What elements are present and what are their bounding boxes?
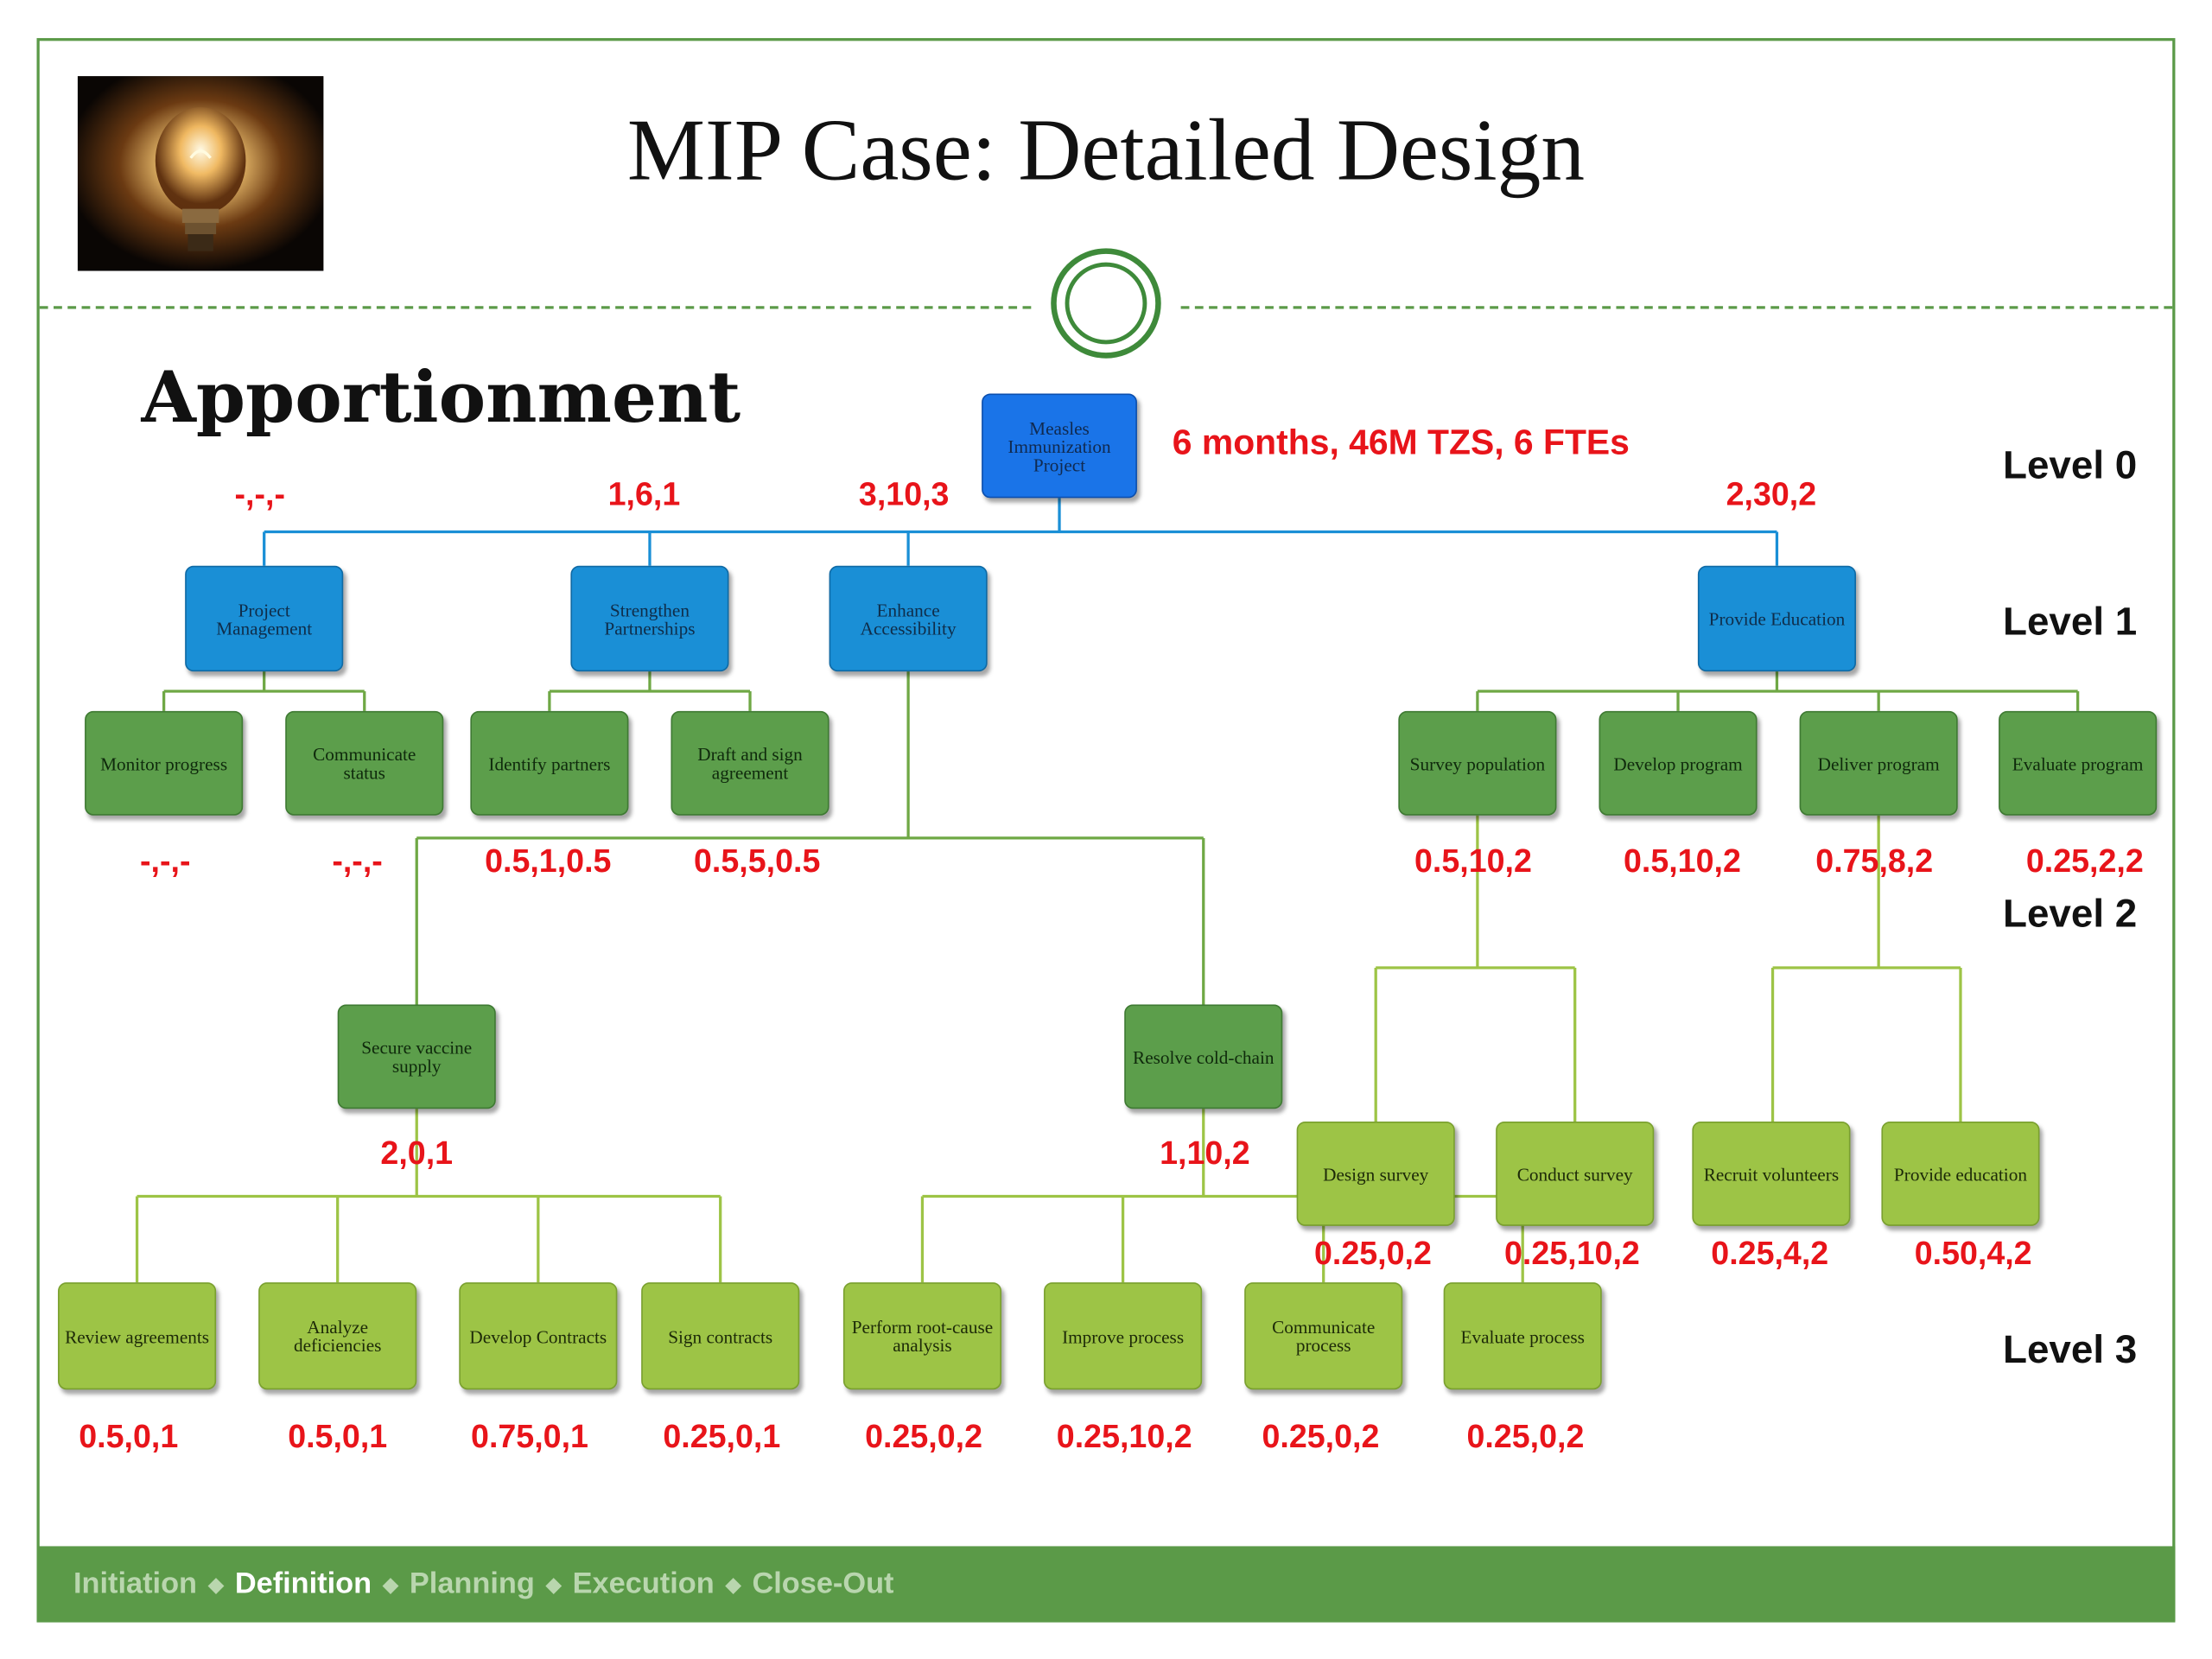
node-perform-root-cause-analysis[interactable]: Perform root-cause analysis (842, 1282, 1002, 1390)
divider-right (1180, 306, 2173, 309)
value-deliver-program: 0.75,8,2 (1815, 842, 1934, 880)
phase-initiation[interactable]: Initiation (73, 1567, 198, 1600)
phase-separator-icon: ◆ (545, 1572, 562, 1595)
value-identify-partners: 0.5,1,0.5 (485, 842, 612, 880)
phase-bar: Initiation ◆ Definition ◆ Planning ◆ Exe… (36, 1546, 2176, 1623)
node-evaluate-process[interactable]: Evaluate process (1443, 1282, 1602, 1390)
level-3-label: Level 3 (2003, 1327, 2138, 1371)
node-measles-immunization-project[interactable]: Measles Immunization Project (982, 393, 1137, 499)
value-strengthen-partnerships: 1,6,1 (607, 475, 681, 512)
section-heading: Apportionment (141, 355, 741, 439)
value-draft-and-sign-agreement: 0.5,5,0.5 (694, 842, 821, 880)
value-provide-education: 2,30,2 (1726, 475, 1817, 512)
phase-execution[interactable]: Execution (572, 1567, 715, 1600)
node-sign-contracts[interactable]: Sign contracts (641, 1282, 800, 1390)
node-evaluate-program[interactable]: Evaluate program (1999, 710, 2158, 816)
value-develop-program: 0.5,10,2 (1623, 842, 1741, 880)
value-resolve-cold-chain: 1,10,2 (1160, 1134, 1250, 1172)
value-project-management: -,-,- (234, 475, 286, 512)
value-monitor-progress: -,-,- (140, 842, 191, 880)
value-improve-process: 0.25,10,2 (1056, 1417, 1192, 1455)
level-1-label: Level 1 (2003, 599, 2138, 644)
node-provide-education-activity[interactable]: Provide education (1881, 1121, 2040, 1226)
node-strengthen-partnerships[interactable]: Strengthen Partnerships (570, 565, 729, 672)
level1-connectors (263, 498, 1779, 566)
double-ring-ornament (1051, 248, 1161, 359)
node-improve-process[interactable]: Improve process (1044, 1282, 1203, 1390)
node-provide-education[interactable]: Provide Education (1697, 565, 1856, 672)
divider-left (39, 306, 1032, 309)
node-resolve-cold-chain[interactable]: Resolve cold-chain (1124, 1004, 1283, 1109)
phase-separator-icon: ◆ (208, 1572, 224, 1595)
value-analyze-deficiencies: 0.5,0,1 (288, 1417, 388, 1455)
node-secure-vaccine-supply[interactable]: Secure vaccine supply (337, 1004, 496, 1109)
value-survey-population: 0.5,10,2 (1414, 842, 1532, 880)
lightbulb-image (77, 76, 324, 271)
value-enhance-accessibility: 3,10,3 (858, 475, 950, 512)
node-identify-partners[interactable]: Identify partners (470, 710, 629, 816)
project-summary: 6 months, 46M TZS, 6 FTEs (1172, 423, 1630, 463)
value-evaluate-process: 0.25,0,2 (1466, 1417, 1585, 1455)
slide-title: MIP Case: Detailed Design (626, 103, 1586, 200)
node-draft-and-sign-agreement[interactable]: Draft and sign agreement (671, 710, 830, 816)
value-communicate-status: -,-,- (332, 842, 383, 880)
node-survey-population[interactable]: Survey population (1398, 710, 1557, 816)
value-secure-vaccine-supply: 2,0,1 (380, 1134, 454, 1172)
phase-close-out[interactable]: Close-Out (752, 1567, 894, 1600)
level3-connectors (135, 815, 1962, 1283)
phase-separator-icon: ◆ (725, 1572, 741, 1595)
value-design-survey: 0.25,0,2 (1313, 1234, 1432, 1272)
node-deliver-program[interactable]: Deliver program (1799, 710, 1958, 816)
level-0-label: Level 0 (2003, 442, 2138, 487)
node-conduct-survey[interactable]: Conduct survey (1496, 1121, 1655, 1226)
value-recruit-volunteers: 0.25,4,2 (1711, 1234, 1829, 1272)
value-perform-root-cause-analysis: 0.25,0,2 (865, 1417, 983, 1455)
node-analyze-deficiencies[interactable]: Analyze deficiencies (258, 1282, 417, 1390)
node-communicate-status[interactable]: Communicate status (285, 710, 444, 816)
node-monitor-progress[interactable]: Monitor progress (85, 710, 244, 816)
node-enhance-accessibility[interactable]: Enhance Accessibility (829, 565, 988, 672)
node-develop-program[interactable]: Develop program (1599, 710, 1758, 816)
level2-connectors (162, 671, 2080, 1005)
value-review-agreements: 0.5,0,1 (79, 1417, 179, 1455)
node-develop-contracts[interactable]: Develop Contracts (459, 1282, 618, 1390)
node-recruit-volunteers[interactable]: Recruit volunteers (1692, 1121, 1851, 1226)
node-project-management[interactable]: Project Management (185, 565, 344, 672)
node-design-survey[interactable]: Design survey (1296, 1121, 1455, 1226)
phase-definition[interactable]: Definition (234, 1567, 372, 1600)
value-provide-education-activity: 0.50,4,2 (1914, 1234, 2032, 1272)
value-sign-contracts: 0.25,0,1 (663, 1417, 781, 1455)
level-2-label: Level 2 (2003, 891, 2138, 936)
value-communicate-process: 0.25,0,2 (1262, 1417, 1380, 1455)
phase-separator-icon: ◆ (383, 1572, 398, 1595)
value-develop-contracts: 0.75,0,1 (471, 1417, 588, 1455)
value-conduct-survey: 0.25,10,2 (1504, 1234, 1640, 1272)
value-evaluate-program: 0.25,2,2 (2025, 842, 2144, 880)
node-communicate-process[interactable]: Communicate process (1244, 1282, 1403, 1390)
phase-planning[interactable]: Planning (409, 1567, 535, 1600)
node-review-agreements[interactable]: Review agreements (58, 1282, 217, 1390)
